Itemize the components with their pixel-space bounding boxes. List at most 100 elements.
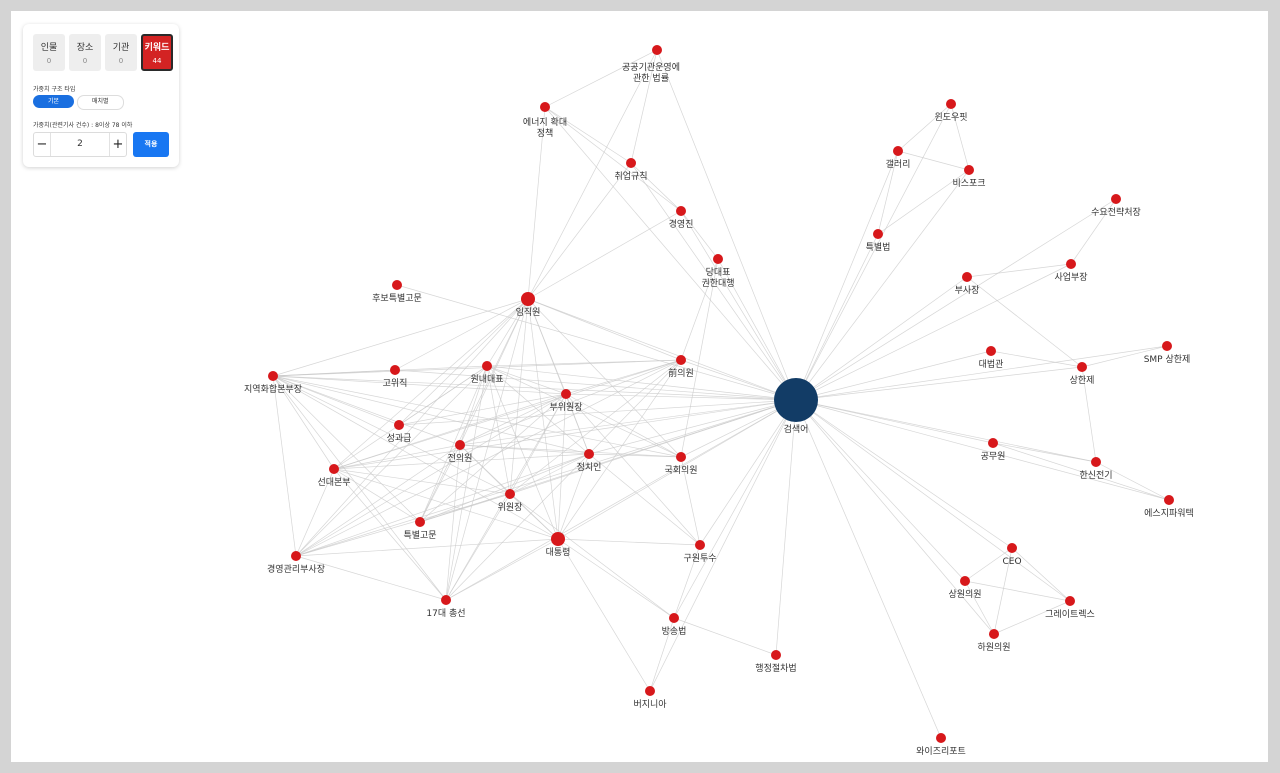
keyword-node-circle[interactable]	[584, 449, 594, 459]
keyword-node[interactable]: 에스지파워텍	[1144, 495, 1194, 519]
tab-place[interactable]: 장소 0	[69, 34, 101, 71]
keyword-node-circle[interactable]	[893, 146, 903, 156]
keyword-node-circle[interactable]	[873, 229, 883, 239]
keyword-node[interactable]: 구원투수	[683, 540, 717, 564]
keyword-node[interactable]: 하원의원	[977, 629, 1011, 653]
keyword-node[interactable]: 지역화합본부장	[244, 371, 302, 395]
keyword-node-circle[interactable]	[1066, 259, 1076, 269]
tab-keyword[interactable]: 키워드 44	[141, 34, 173, 71]
keyword-node[interactable]: 버지니아	[633, 686, 667, 710]
keyword-node-circle[interactable]	[1162, 341, 1172, 351]
keyword-node[interactable]: 후보특별고문	[372, 280, 422, 304]
keyword-node-circle[interactable]	[329, 464, 339, 474]
keyword-node-circle[interactable]	[964, 165, 974, 175]
keyword-node-circle[interactable]	[676, 206, 686, 216]
increment-button[interactable]: +	[112, 137, 124, 152]
keyword-node-circle[interactable]	[946, 99, 956, 109]
keyword-node-circle[interactable]	[561, 389, 571, 399]
keyword-node[interactable]: 수요전략처장	[1091, 194, 1141, 218]
keyword-node-circle[interactable]	[676, 355, 686, 365]
keyword-node[interactable]: 원내대표	[470, 361, 504, 385]
keyword-node-circle[interactable]	[960, 576, 970, 586]
keyword-node-circle[interactable]	[771, 650, 781, 660]
keyword-node-circle[interactable]	[962, 272, 972, 282]
keyword-node[interactable]: 특별고문	[403, 517, 437, 541]
keyword-node[interactable]: 전의원	[448, 440, 473, 464]
weight-type-basic-button[interactable]: 기본	[33, 95, 74, 108]
keyword-node[interactable]: 경영관리부사장	[267, 551, 325, 575]
keyword-node-circle[interactable]	[392, 280, 402, 290]
keyword-node[interactable]: 경영진	[669, 206, 694, 230]
keyword-node[interactable]: 임직원	[516, 292, 541, 318]
apply-button[interactable]: 적용	[133, 132, 169, 157]
weight-value-input[interactable]: 2	[50, 133, 110, 156]
keyword-node-circle[interactable]	[455, 440, 465, 450]
keyword-node-circle[interactable]	[645, 686, 655, 696]
keyword-node-circle[interactable]	[1077, 362, 1087, 372]
keyword-node-circle[interactable]	[268, 371, 278, 381]
keyword-node-circle[interactable]	[1164, 495, 1174, 505]
keyword-node-circle[interactable]	[505, 489, 515, 499]
keyword-node[interactable]: 공무원	[981, 438, 1006, 462]
center-node[interactable]: 검색어	[774, 378, 818, 435]
keyword-node-circle[interactable]	[390, 365, 400, 375]
keyword-node-circle[interactable]	[713, 254, 723, 264]
weight-type-match-button[interactable]: 매치별	[77, 95, 124, 110]
keyword-node[interactable]: 사업부장	[1054, 259, 1088, 283]
keyword-node-circle[interactable]	[989, 629, 999, 639]
keyword-node-circle[interactable]	[1091, 457, 1101, 467]
keyword-node[interactable]: 행정절차법	[755, 650, 797, 674]
keyword-node-circle[interactable]	[551, 532, 565, 546]
keyword-node-circle[interactable]	[540, 102, 550, 112]
tab-organization[interactable]: 기관 0	[105, 34, 137, 71]
keyword-node[interactable]: 상원의원	[948, 576, 982, 600]
keyword-node[interactable]: 윈도우핏	[934, 99, 968, 123]
keyword-node[interactable]: 한신전기	[1079, 457, 1113, 481]
keyword-node[interactable]: 정치인	[577, 449, 602, 473]
keyword-node[interactable]: 17대 총선	[426, 595, 466, 619]
keyword-node[interactable]: 특별법	[866, 229, 891, 253]
decrement-button[interactable]: −	[36, 137, 48, 152]
keyword-node-circle[interactable]	[1111, 194, 1121, 204]
keyword-node[interactable]: 방송법	[662, 613, 687, 637]
keyword-node[interactable]: CEO	[1002, 543, 1022, 567]
keyword-node-circle[interactable]	[988, 438, 998, 448]
keyword-node[interactable]: 와이즈리포트	[916, 733, 966, 757]
keyword-node-circle[interactable]	[986, 346, 996, 356]
keyword-node[interactable]: 대법관	[979, 346, 1004, 370]
keyword-node[interactable]: 성과급	[387, 420, 412, 444]
keyword-node[interactable]: 취업규칙	[614, 158, 648, 182]
keyword-node[interactable]: 선대본부	[317, 464, 351, 488]
keyword-node-circle[interactable]	[676, 452, 686, 462]
keyword-node[interactable]: 前의원	[668, 355, 694, 379]
keyword-node-circle[interactable]	[695, 540, 705, 550]
center-node-circle[interactable]	[774, 378, 818, 422]
keyword-node-circle[interactable]	[291, 551, 301, 561]
keyword-node-circle[interactable]	[1065, 596, 1075, 606]
keyword-node-circle[interactable]	[482, 361, 492, 371]
keyword-node-circle[interactable]	[669, 613, 679, 623]
tab-person[interactable]: 인물 0	[33, 34, 65, 71]
keyword-node-circle[interactable]	[626, 158, 636, 168]
keyword-node[interactable]: 그레이트렉스	[1045, 596, 1095, 620]
keyword-node[interactable]: 상한제	[1070, 362, 1095, 386]
keyword-node[interactable]: 비스포크	[952, 165, 986, 189]
keyword-node-circle[interactable]	[1007, 543, 1017, 553]
keyword-node[interactable]: 갤러리	[886, 146, 911, 170]
keyword-node[interactable]: 위원장	[498, 489, 523, 513]
keyword-node[interactable]: 국회의원	[664, 452, 698, 476]
keyword-node[interactable]: 대통령	[546, 532, 571, 558]
keyword-node-circle[interactable]	[936, 733, 946, 743]
keyword-node[interactable]: SMP 상한제	[1144, 341, 1191, 365]
keyword-node[interactable]: 고위직	[383, 365, 408, 389]
keyword-node-circle[interactable]	[441, 595, 451, 605]
keyword-node-circle[interactable]	[521, 292, 535, 306]
keyword-node-circle[interactable]	[394, 420, 404, 430]
keyword-node-circle[interactable]	[652, 45, 662, 55]
keyword-node[interactable]: 부사장	[955, 272, 980, 296]
